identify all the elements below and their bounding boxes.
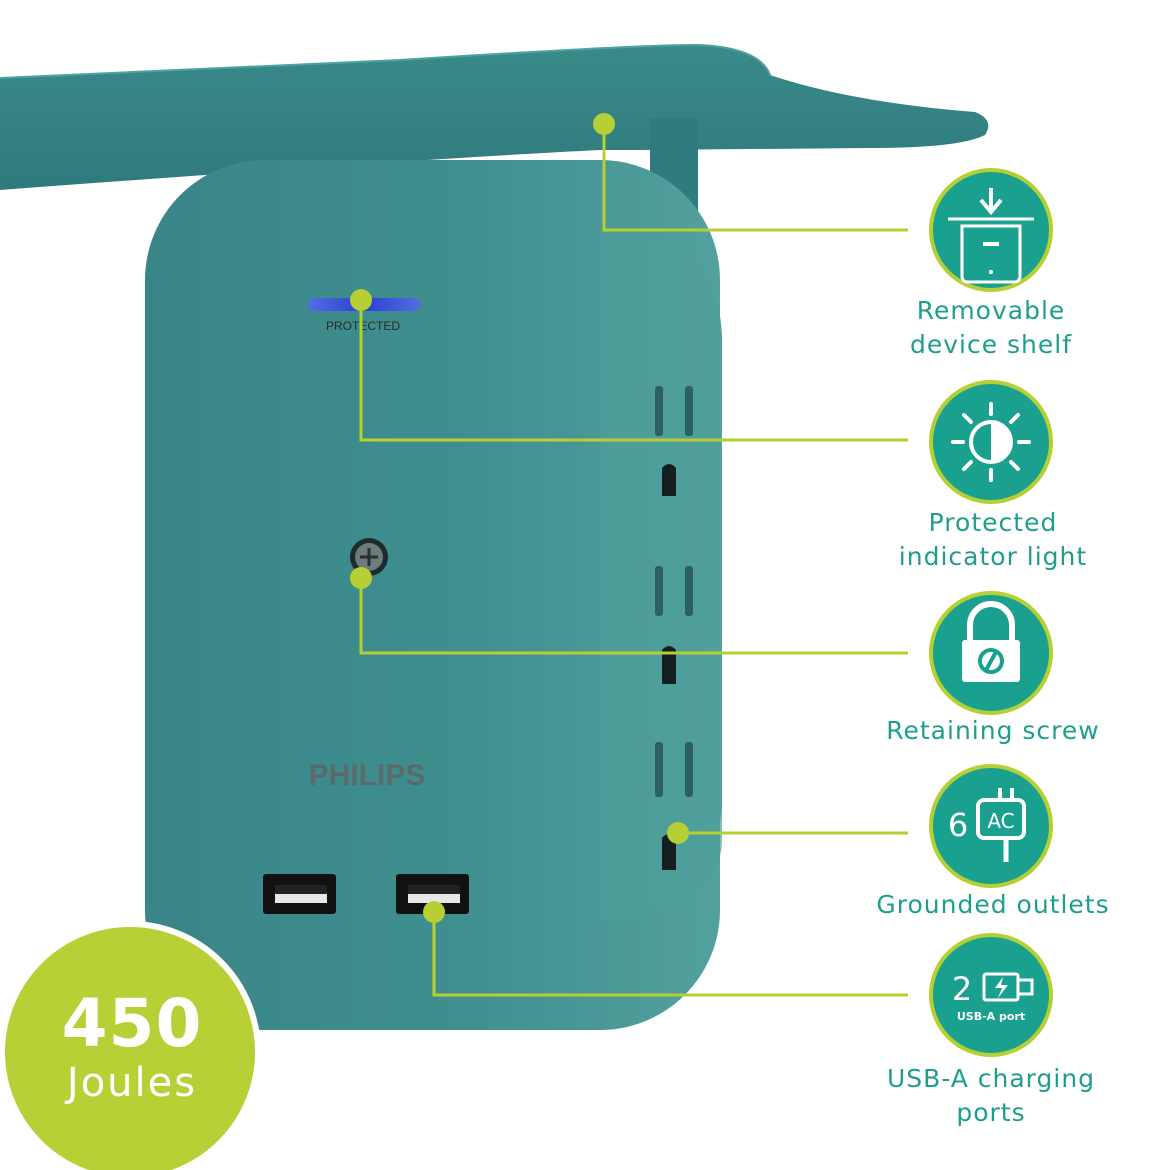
feature-label-shelf: Removable device shelf xyxy=(861,294,1121,362)
usb-port-left xyxy=(263,874,336,914)
feature-label-screw: Retaining screw xyxy=(863,714,1123,748)
feature-label-line: Protected xyxy=(928,508,1058,537)
feature-label-line: ports xyxy=(956,1098,1026,1127)
feature-label-outlets: Grounded outlets xyxy=(863,888,1123,922)
feature-label-line: Retaining screw xyxy=(886,716,1100,745)
callout-lines xyxy=(359,124,908,997)
lock-screw-icon xyxy=(929,591,1053,715)
joules-badge xyxy=(0,921,261,1170)
feature-label-usb: USB-A charging ports xyxy=(861,1062,1121,1130)
feature-label-line: Removable xyxy=(916,296,1066,325)
usb-port-right xyxy=(396,874,469,914)
outlet-type: AC xyxy=(987,809,1014,833)
feature-label-line: device shelf xyxy=(909,330,1073,359)
usb-charging-icon: 2 USB-A port xyxy=(929,933,1053,1057)
ac-outlets xyxy=(655,386,693,870)
shelf-device-icon xyxy=(929,168,1053,292)
feature-label-line: indicator light xyxy=(898,542,1088,571)
brand-logo: PHILIPS xyxy=(309,759,426,792)
joules-value: 450 xyxy=(61,985,203,1062)
joules-unit: Joules xyxy=(66,1060,198,1106)
plug-icon: 6 AC xyxy=(929,764,1053,888)
outlet-count: 6 xyxy=(948,806,968,844)
feature-label-line: USB-A charging xyxy=(886,1064,1096,1093)
protected-indicator-light: PROTECTED xyxy=(308,298,420,333)
light-indicator-icon xyxy=(929,380,1053,504)
usb-port-type: USB-A port xyxy=(957,1010,1025,1023)
callout-dots xyxy=(350,113,689,923)
feature-label-indicator: Protected indicator light xyxy=(863,506,1123,574)
feature-label-line: Grounded outlets xyxy=(876,890,1110,919)
usb-count: 2 xyxy=(952,970,972,1008)
retaining-screw xyxy=(350,538,388,576)
indicator-label: PROTECTED xyxy=(326,319,400,333)
